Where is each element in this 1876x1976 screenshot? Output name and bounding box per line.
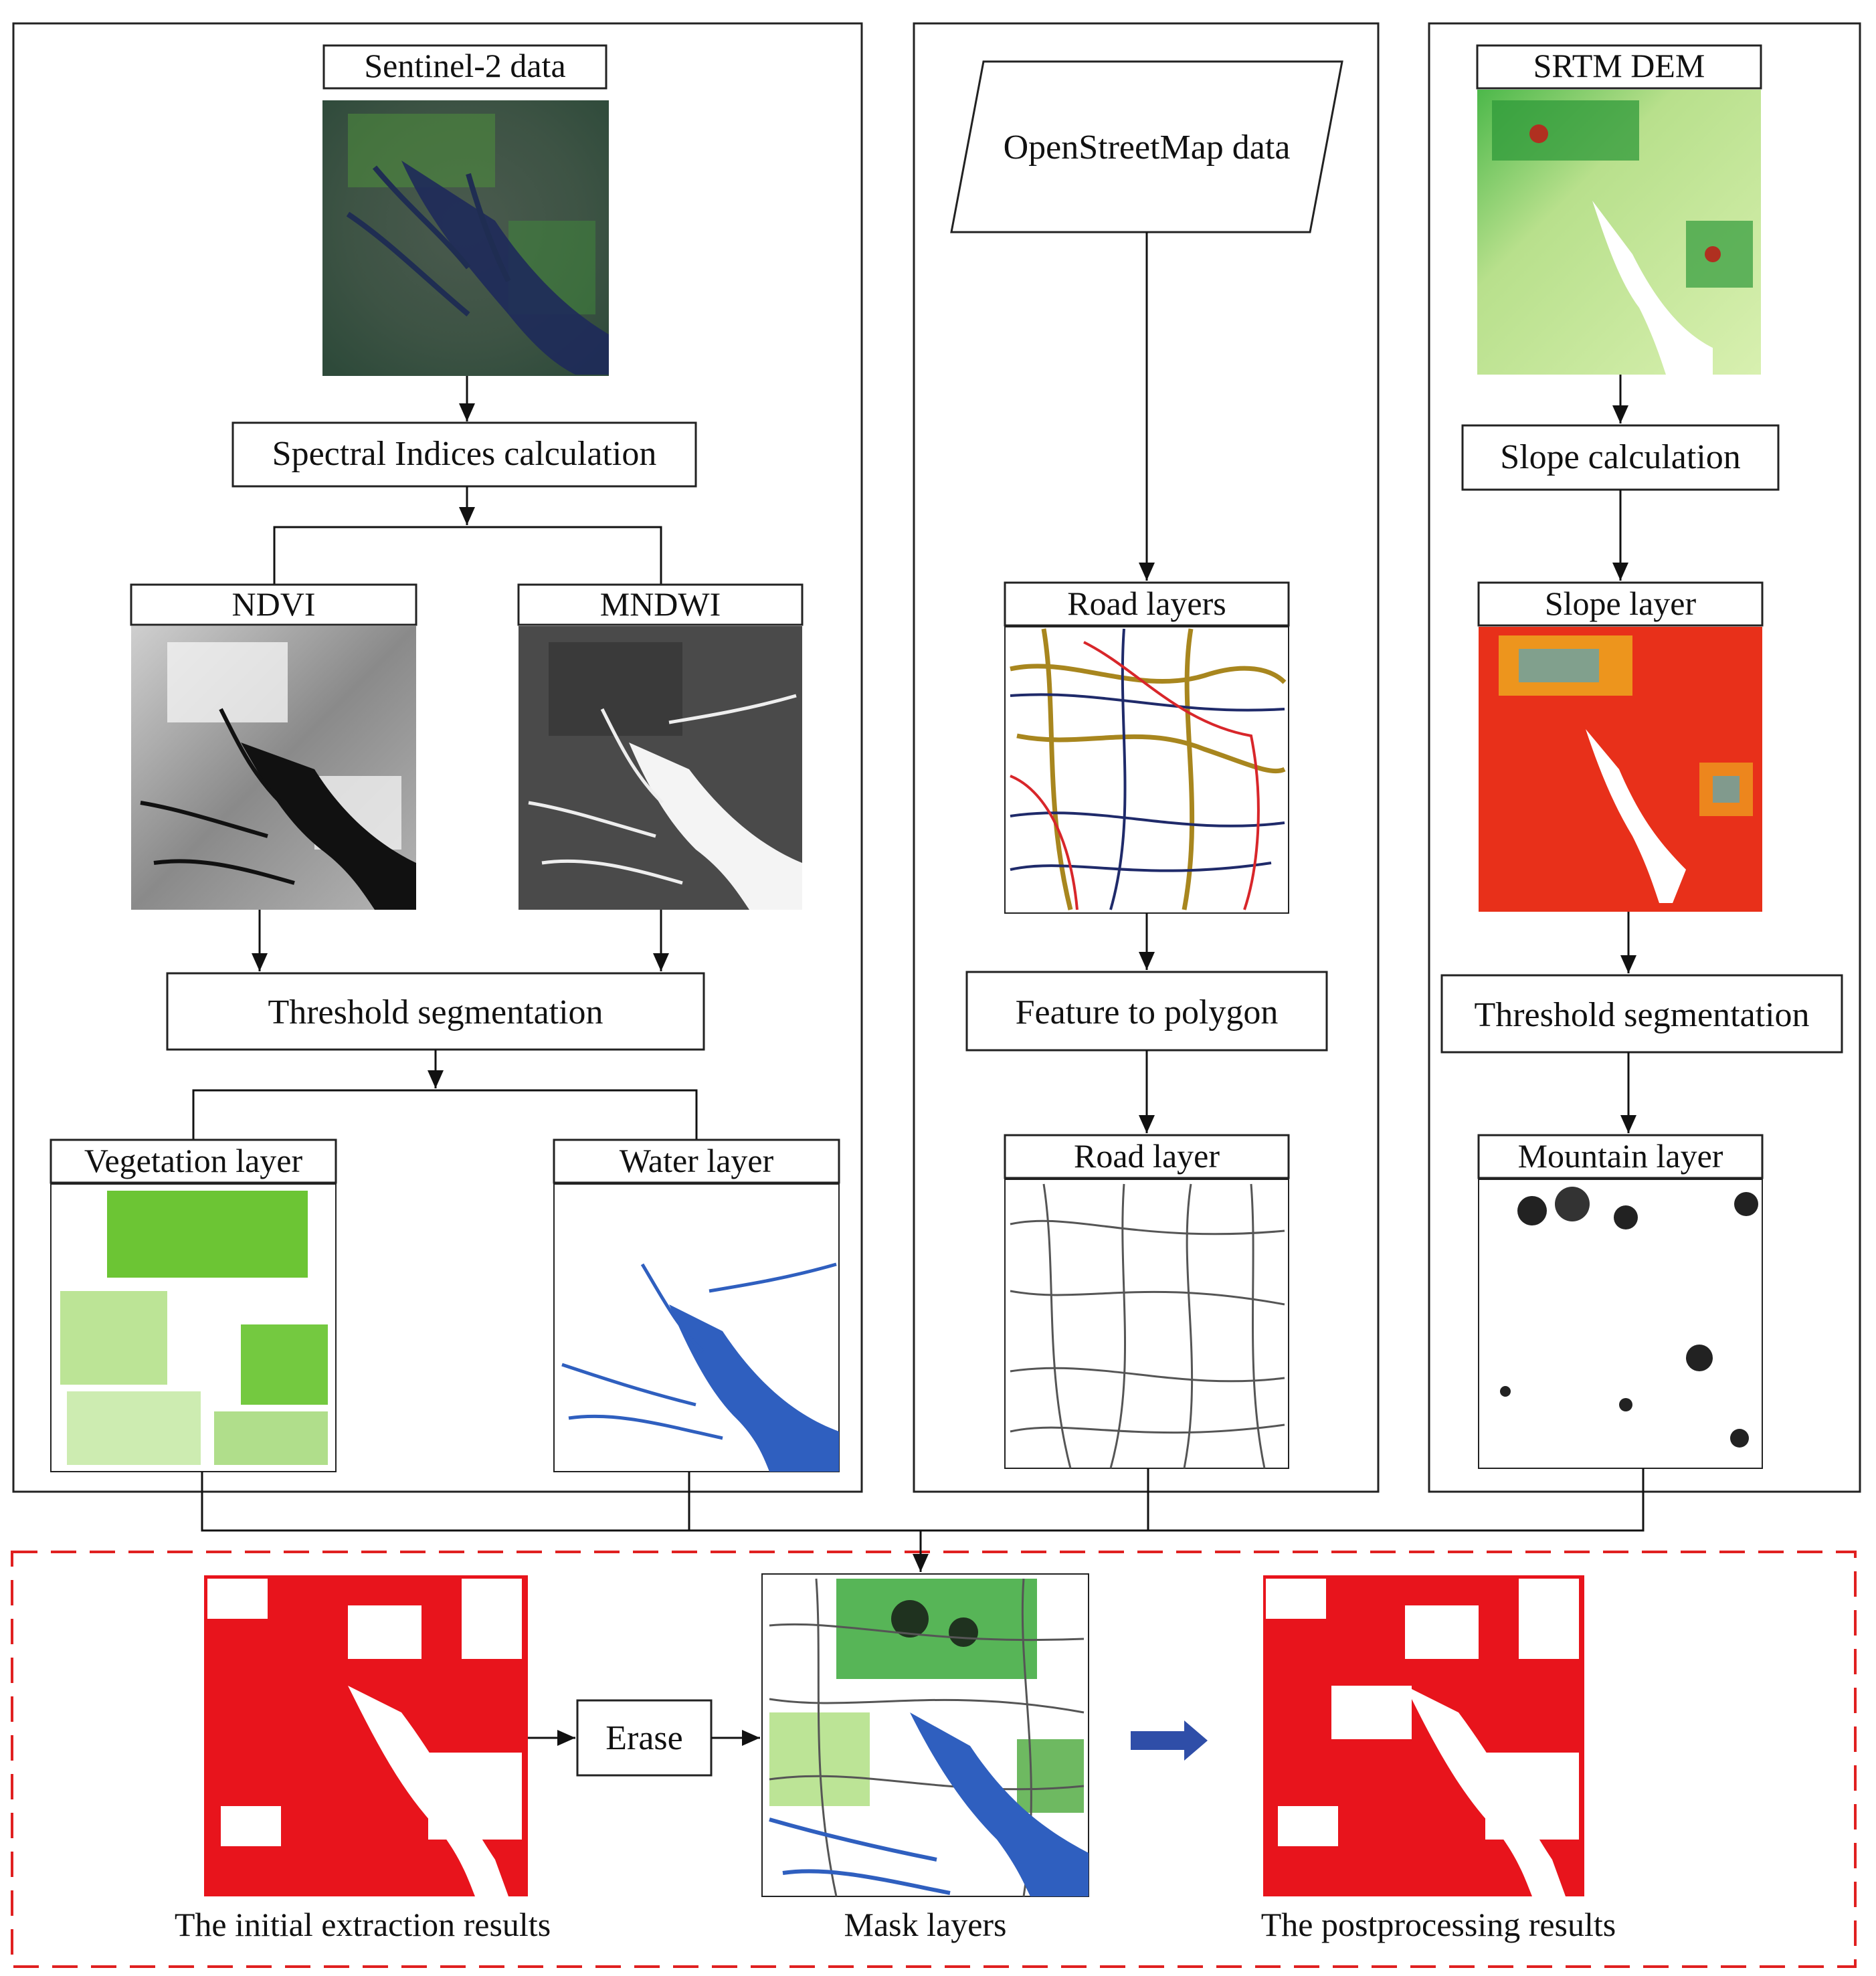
middle-panel-frame [913, 22, 1380, 1493]
result-arrow-icon [1131, 1720, 1208, 1761]
postprocessing-dashed-frame [11, 1551, 1857, 1968]
threshold-left-label: Threshold segmentation [268, 993, 603, 1031]
spectral-label: Spectral Indices calculation [272, 435, 657, 473]
ndvi-label: NDVI [232, 585, 316, 623]
erase-box [576, 1699, 713, 1777]
collector-connector [201, 1468, 1645, 1532]
mask-layers-image [761, 1573, 1089, 1897]
road-layer-label-box [1004, 1134, 1290, 1179]
erase-label: Erase [605, 1719, 682, 1757]
srtm-image [1477, 90, 1761, 375]
split-connector-ndvi-mndwi [273, 526, 662, 585]
slope-calc-box [1461, 424, 1780, 491]
postprocessing-results-image [1263, 1575, 1584, 1896]
road-layers-image [1004, 626, 1289, 914]
initial-results-image [204, 1575, 528, 1896]
mndwi-image [519, 626, 802, 910]
mndwi-label: MNDWI [600, 585, 721, 623]
threshold-left-box [166, 972, 705, 1051]
road-layer-label: Road layer [1074, 1137, 1220, 1175]
road-layers-label-box [1004, 581, 1290, 627]
osm-data-parallelogram [950, 60, 1343, 233]
post-caption: The postprocessing results [1261, 1906, 1616, 1943]
slope-layer-label: Slope layer [1545, 585, 1697, 622]
mask-caption: Mask layers [844, 1906, 1007, 1943]
water-label-box [553, 1139, 840, 1184]
osm-label: OpenStreetMap data [1004, 128, 1291, 167]
right-panel-frame [1428, 22, 1861, 1493]
sentinel-label-box [322, 44, 607, 90]
threshold-right-label: Threshold segmentation [1474, 996, 1809, 1034]
feature-polygon-box [965, 971, 1328, 1052]
mountain-image [1478, 1179, 1763, 1469]
slope-layer-label-box [1477, 581, 1764, 627]
water-image [553, 1183, 840, 1472]
initial-caption: The initial extraction results [175, 1906, 551, 1943]
slope-calc-label: Slope calculation [1500, 438, 1741, 476]
mndwi-label-box [517, 583, 804, 626]
srtm-label-box [1476, 44, 1762, 90]
feature-polygon-label: Feature to polygon [1016, 993, 1279, 1031]
split-connector-veg-water [192, 1089, 698, 1140]
slope-layer-image [1479, 627, 1762, 912]
threshold-right-box [1440, 974, 1843, 1054]
mountain-label: Mountain layer [1518, 1137, 1723, 1175]
road-layer-image [1004, 1179, 1289, 1469]
ndvi-label-box [130, 583, 417, 626]
vegetation-label-box [50, 1139, 337, 1184]
srtm-label: SRTM DEM [1533, 47, 1705, 84]
spectral-box [231, 421, 697, 488]
mountain-label-box [1477, 1134, 1764, 1179]
vegetation-image [50, 1183, 337, 1472]
ndvi-image [131, 626, 416, 910]
sentinel-label: Sentinel-2 data [364, 47, 565, 84]
sentinel-image [322, 100, 609, 376]
road-layers-label: Road layers [1067, 585, 1226, 622]
water-label: Water layer [620, 1142, 774, 1179]
vegetation-label: Vegetation layer [84, 1142, 303, 1179]
left-panel-frame [12, 22, 863, 1493]
